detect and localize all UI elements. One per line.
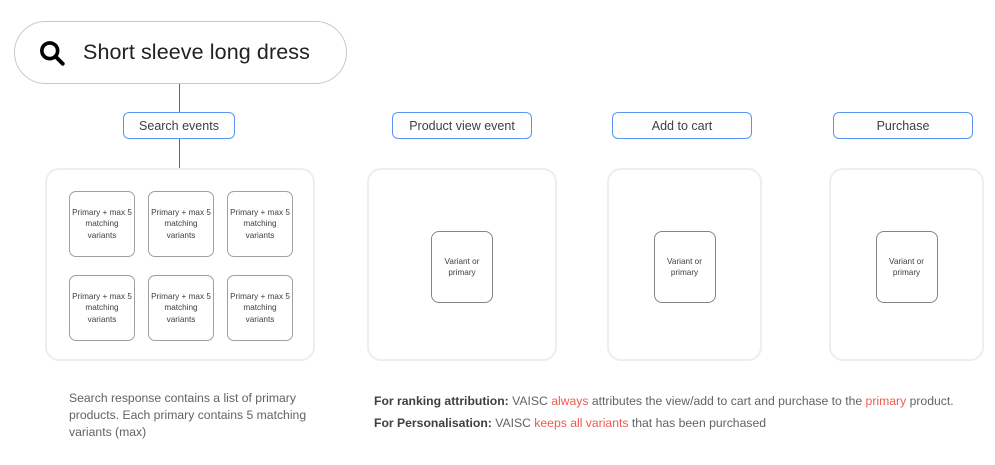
caption-ranking-attribution: For ranking attribution: VAISC always at… <box>374 390 989 412</box>
connector-line-search-to-events <box>179 84 181 112</box>
caption-personalisation-seg1: VAISC <box>491 416 535 430</box>
caption-ranking-seg1: VAISC <box>508 394 552 408</box>
caption-personalisation: For Personalisation: VAISC keeps all var… <box>374 412 989 434</box>
caption-ranking-label: For ranking attribution: <box>374 394 509 408</box>
variant-or-primary-card[interactable]: Variant or primary <box>875 231 938 303</box>
chip-purchase[interactable]: Purchase <box>833 112 973 139</box>
primary-product-card[interactable]: Primary + max 5 matching variants <box>148 275 214 341</box>
chip-product-view-event[interactable]: Product view event <box>392 112 532 139</box>
chip-add-to-cart[interactable]: Add to cart <box>612 112 752 139</box>
primary-product-card[interactable]: Primary + max 5 matching variants <box>148 191 214 257</box>
panel-product-view-event: Variant or primary <box>367 168 557 361</box>
caption-personalisation-seg2: that has been purchased <box>628 416 767 430</box>
primary-product-grid: Primary + max 5 matching variants Primar… <box>69 191 293 341</box>
caption-personalisation-highlight: keeps all variants <box>534 416 629 430</box>
primary-product-card[interactable]: Primary + max 5 matching variants <box>227 191 293 257</box>
primary-product-card[interactable]: Primary + max 5 matching variants <box>227 275 293 341</box>
panel-search-results: Primary + max 5 matching variants Primar… <box>45 168 315 361</box>
primary-product-card[interactable]: Primary + max 5 matching variants <box>69 191 135 257</box>
search-bar[interactable]: Short sleeve long dress <box>14 21 347 84</box>
panel-add-to-cart: Variant or primary <box>607 168 762 361</box>
caption-search-response: Search response contains a list of prima… <box>69 391 307 439</box>
primary-product-card[interactable]: Primary + max 5 matching variants <box>69 275 135 341</box>
panel-purchase: Variant or primary <box>829 168 984 361</box>
search-icon <box>40 40 65 66</box>
caption-ranking-seg3: product. <box>906 394 954 408</box>
caption-attribution-notes: For ranking attribution: VAISC always at… <box>374 390 989 434</box>
search-query-text: Short sleeve long dress <box>83 40 310 64</box>
caption-ranking-highlight-always: always <box>551 394 589 408</box>
caption-ranking-seg2: attributes the view/add to cart and purc… <box>588 394 866 408</box>
variant-or-primary-card[interactable]: Variant or primary <box>431 231 493 303</box>
caption-personalisation-label: For Personalisation: <box>374 416 492 430</box>
caption-ranking-highlight-primary: primary <box>865 394 907 408</box>
chip-search-events[interactable]: Search events <box>123 112 235 139</box>
variant-or-primary-card[interactable]: Variant or primary <box>653 231 716 303</box>
connector-line-events-to-results <box>179 139 181 169</box>
